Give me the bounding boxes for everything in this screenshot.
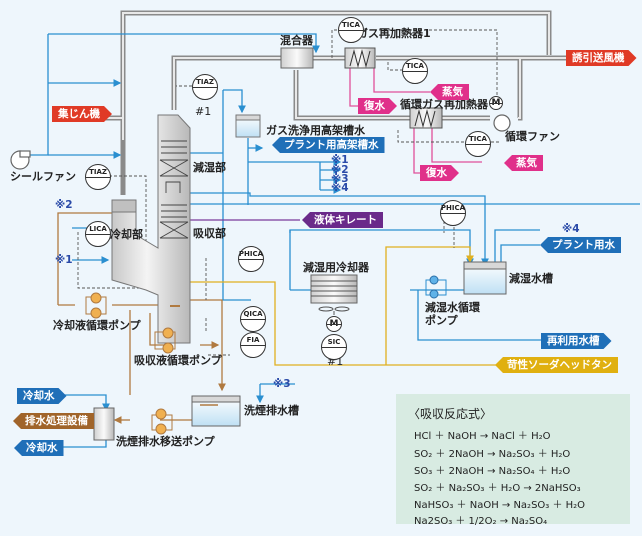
- mixer-vessel: [280, 47, 314, 69]
- phica-left-instrument: PHICA: [238, 246, 264, 272]
- fia-instrument: FIA: [240, 332, 266, 358]
- ref-3: ※3: [331, 173, 349, 185]
- liquid-chelate-tag: 液体キレート: [302, 212, 383, 228]
- cooling-section-label: 冷却部: [110, 228, 143, 241]
- ref-2-left: ※2: [55, 199, 73, 211]
- dehumid-cooler-label: 減湿用冷却器: [303, 261, 369, 274]
- tica-mid-instrument: TICA: [402, 58, 428, 84]
- motor-circ-icon: M: [489, 96, 503, 110]
- hash1-label-b: #1: [327, 355, 344, 368]
- plant-water-tag: プラント用水: [540, 237, 621, 253]
- steam-tag-1: 蒸気: [430, 84, 469, 100]
- reaction-equation: SO₃ ＋ 2NaOH → Na₂SO₄ ＋ H₂O: [414, 466, 571, 477]
- wastewater-tag: 排水処理設備: [13, 413, 94, 429]
- dehumid-pumps: [425, 275, 447, 299]
- dehumid-tank: [463, 261, 507, 295]
- absorb-section-label: 吸収部: [193, 227, 226, 240]
- steam-tag-2: 蒸気: [504, 155, 543, 171]
- tica-circ-instrument: TICA: [465, 131, 491, 157]
- induced-fan-tag: 誘引送風機: [566, 50, 637, 66]
- drain-pump-label: 洗煙排水移送ポンプ: [116, 435, 215, 448]
- elevated-tank-label: ガス洗浄用高架槽水: [266, 124, 365, 137]
- gas-reheater-1: [344, 47, 376, 69]
- plant-elevated-water-tag: プラント用高架槽水: [272, 137, 385, 153]
- absorb-pumps: [154, 327, 176, 354]
- reaction-equation: HCl ＋ NaOH → NaCl ＋ H₂O: [414, 431, 551, 442]
- phica-right-instrument: PHICA: [440, 200, 466, 226]
- dehumid-cooler: [310, 274, 358, 337]
- circ-fan: [493, 114, 511, 132]
- drain-tank-label: 洗煙排水槽: [244, 404, 299, 417]
- tiaz-tower-instrument: TIAZ: [192, 74, 218, 100]
- steam-lines: [349, 68, 482, 174]
- ref-3-drain: ※3: [273, 378, 291, 390]
- dehumid-pump-label-1: 減湿水循環: [425, 301, 480, 314]
- absorb-pump-label: 吸収液循環ポンプ: [134, 354, 222, 367]
- scrubber-tower: [111, 114, 191, 344]
- condensate-tag-2: 復水: [420, 165, 459, 181]
- elevated-tank: [235, 114, 261, 138]
- caustic-soda-tag: 苛性ソーダヘッドタン: [495, 357, 618, 373]
- reaction-equation: Na2SO₃ ＋ 1/2O₂ → Na₂SO₄: [414, 516, 548, 527]
- instrument-lines: [77, 29, 500, 356]
- sic-instrument: SIC: [321, 334, 347, 360]
- ref-4-tank: ※4: [562, 223, 580, 235]
- reaction-formula-box: 〈吸収反応式〉 HCl ＋ NaOH → NaCl ＋ H₂O SO₂ ＋ 2N…: [396, 394, 630, 527]
- circ-gas-reheater-label: 循環ガス再加熱器: [400, 98, 488, 111]
- drain-tank: [191, 395, 241, 427]
- qica-instrument: QICA: [240, 306, 266, 332]
- reaction-equation: SO₂ ＋ 2NaOH → Na₂SO₃ ＋ H₂O: [414, 449, 571, 460]
- circ-gas-reheater: [409, 107, 443, 129]
- caustic-lines: [178, 246, 540, 366]
- circ-fan-label: 循環ファン: [505, 130, 560, 143]
- reuse-tank-tag: 再利用水槽: [541, 333, 612, 349]
- cooling-water-out-tag: 冷却水: [14, 440, 64, 456]
- lica-instrument: LICA: [85, 221, 111, 247]
- dust-collector-tag: 集じん機: [52, 106, 112, 122]
- dehumid-pump-label-2: ポンプ: [425, 314, 458, 327]
- dehumid-tank-label: 減湿水槽: [509, 272, 553, 285]
- cooling-pump-label: 冷却液循環ポンプ: [53, 319, 141, 332]
- reaction-equation: NaHSO₃ ＋ NaOH → Na₂SO₃ ＋ H₂O: [414, 500, 586, 511]
- seal-fan: [10, 150, 31, 170]
- mixer-label: 混合器: [280, 34, 313, 47]
- dehumid-section-label: 減湿部: [193, 161, 226, 174]
- cooling-water-in-tag: 冷却水: [17, 388, 67, 404]
- seal-fan-label: シールファン: [10, 170, 76, 183]
- reaction-title: 〈吸収反応式〉: [408, 407, 493, 421]
- reaction-equation: SO₂ ＋ Na₂SO₃ ＋ H₂O → 2NaHSO₃: [414, 483, 581, 494]
- tica-top-instrument: TICA: [338, 17, 364, 43]
- drain-pumps: [151, 408, 173, 435]
- tiaz-cool-instrument: TIAZ: [85, 164, 111, 190]
- gas-reheater-1-label: ガス再加熱器1: [357, 27, 431, 40]
- ref-4: ※4: [331, 182, 349, 194]
- ref-1-left: ※1: [55, 254, 73, 266]
- hash1-label-a: #1: [195, 105, 212, 118]
- cooling-pumps: [85, 292, 107, 319]
- condensate-tag-1: 復水: [358, 98, 397, 114]
- ref-2: ※2: [331, 164, 349, 176]
- motor-cooler-icon: M: [326, 316, 342, 332]
- drain-cooler-vessel: [93, 407, 115, 441]
- ref-1: ※1: [331, 154, 349, 166]
